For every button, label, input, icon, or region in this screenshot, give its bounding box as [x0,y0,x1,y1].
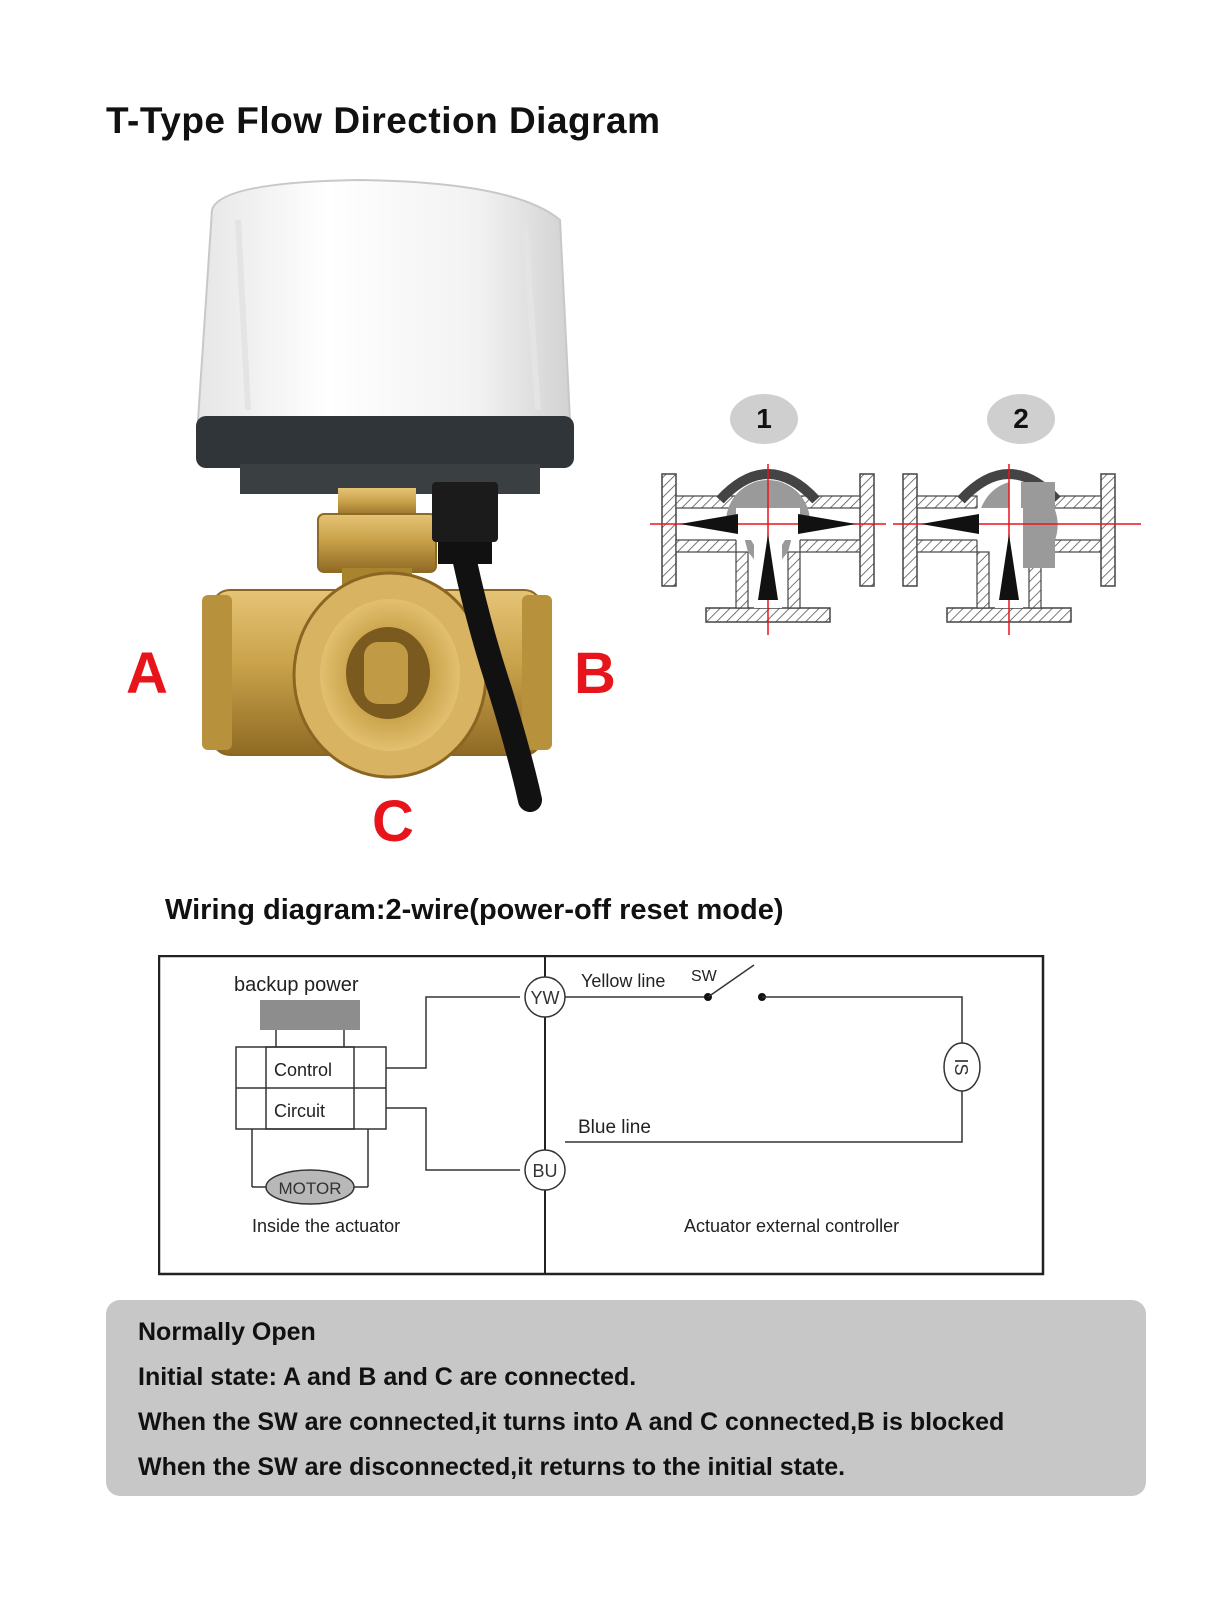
blue-line-label: Blue line [578,1117,651,1138]
backup-power-block [260,1000,360,1030]
yellow-line-label: Yellow line [581,971,665,991]
motor-label: MOTOR [279,1179,342,1198]
note-mode: Normally Open [138,1318,316,1346]
notes-box [106,1300,1146,1496]
note-initial-state: Initial state: A and B and C are connect… [138,1363,637,1391]
sw-switch [707,964,755,998]
sw-label: SW [691,968,718,985]
wiring-diagram: backup power Control Circuit MOTOR YW BU… [158,955,1045,1276]
motor-shape [265,1169,355,1205]
note-sw-disconnected: When the SW are disconnected,it returns … [138,1453,846,1481]
bu-terminal [524,1149,566,1191]
yw-label: YW [531,988,560,1008]
flow-direction-diagrams [650,464,1141,635]
is-label: IS [951,1058,971,1075]
control-label: Control [274,1060,332,1080]
note-sw-connected: When the SW are connected,it turns into … [138,1408,1005,1436]
wiring-title: Wiring diagram:2-wire(power-off reset mo… [165,894,784,926]
backup-power-label: backup power [234,974,359,996]
port-a-label: A [126,641,168,706]
state-1-badge: 1 [730,394,798,444]
section-state-1 [650,464,886,635]
inside-actuator-label: Inside the actuator [252,1216,400,1236]
port-c-label: C [372,789,414,854]
page-title: T-Type Flow Direction Diagram [106,100,661,141]
state-2-badge: 2 [987,394,1055,444]
circuit-label: Circuit [274,1101,325,1121]
section-state-2 [893,464,1141,635]
port-b-label: B [574,641,616,706]
bu-label: BU [532,1161,557,1181]
external-controller-label: Actuator external controller [684,1216,899,1236]
valve-illustration [196,178,574,812]
